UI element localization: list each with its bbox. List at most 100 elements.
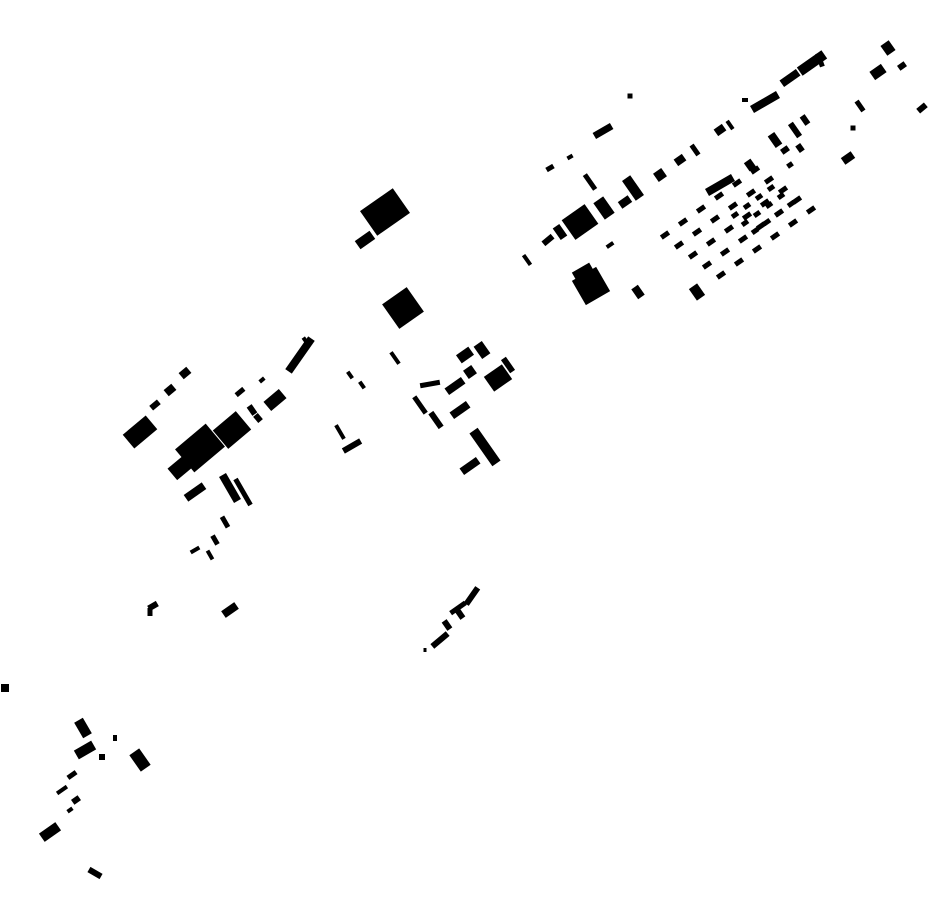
building	[780, 145, 790, 155]
building	[740, 218, 750, 228]
building	[631, 284, 645, 300]
building	[737, 234, 749, 244]
building	[360, 188, 410, 236]
building	[430, 631, 450, 649]
building	[221, 602, 239, 618]
building	[545, 163, 555, 173]
building	[759, 198, 771, 208]
building	[659, 230, 671, 240]
building	[840, 151, 856, 165]
building	[233, 477, 253, 507]
building	[561, 204, 599, 240]
building	[423, 648, 427, 652]
building	[463, 365, 477, 379]
building	[149, 399, 161, 411]
building	[730, 210, 740, 220]
building	[750, 91, 780, 113]
building	[723, 224, 735, 234]
building	[73, 740, 97, 760]
building	[178, 366, 192, 380]
building	[749, 165, 761, 175]
building	[709, 214, 721, 224]
building	[582, 173, 598, 191]
building	[755, 221, 767, 231]
building	[705, 237, 717, 247]
building	[786, 199, 796, 209]
building	[444, 376, 466, 396]
building	[731, 178, 743, 188]
building	[55, 784, 69, 796]
building	[258, 376, 266, 384]
building	[605, 241, 615, 249]
building	[916, 102, 928, 114]
building	[346, 370, 354, 380]
building	[805, 205, 817, 215]
building	[541, 233, 555, 247]
building	[774, 208, 784, 218]
building	[592, 122, 614, 140]
building	[688, 283, 706, 301]
building	[382, 287, 424, 329]
building	[253, 413, 263, 423]
building	[779, 68, 801, 88]
building	[483, 364, 513, 392]
building	[743, 158, 757, 172]
building	[212, 411, 252, 449]
building	[705, 174, 735, 196]
building	[74, 717, 92, 739]
building	[767, 131, 783, 149]
building	[521, 253, 533, 267]
building	[869, 63, 887, 81]
building	[795, 143, 805, 153]
building	[627, 93, 633, 99]
building	[163, 383, 177, 397]
building	[175, 423, 225, 473]
building	[113, 735, 117, 741]
building	[617, 195, 633, 209]
building	[285, 336, 315, 374]
building	[500, 356, 516, 374]
building	[713, 123, 727, 137]
building	[733, 257, 745, 267]
building	[334, 424, 346, 440]
building	[897, 61, 907, 71]
building	[129, 748, 151, 772]
building	[455, 346, 475, 364]
building	[449, 400, 471, 420]
building	[354, 230, 376, 250]
building	[791, 195, 803, 205]
buildings-layer	[1, 40, 928, 880]
building	[854, 99, 866, 113]
building	[219, 515, 231, 529]
building	[745, 188, 757, 198]
building	[473, 340, 491, 360]
building	[147, 608, 153, 616]
building	[691, 227, 703, 237]
building	[766, 183, 776, 193]
building	[695, 204, 707, 214]
building	[786, 161, 794, 169]
building	[815, 52, 825, 68]
building	[787, 218, 799, 228]
building	[763, 175, 775, 185]
building	[219, 473, 241, 503]
building	[799, 114, 811, 126]
building	[850, 125, 856, 131]
building	[566, 153, 574, 161]
building	[122, 415, 158, 449]
building	[167, 455, 193, 481]
building	[389, 351, 401, 365]
building	[750, 226, 760, 236]
building	[653, 168, 667, 182]
building	[777, 185, 789, 195]
building	[1, 684, 9, 692]
building	[87, 866, 103, 880]
building	[263, 388, 287, 412]
building	[449, 600, 467, 616]
building	[419, 379, 441, 389]
building	[742, 98, 748, 102]
building	[754, 192, 764, 202]
building	[99, 754, 105, 760]
